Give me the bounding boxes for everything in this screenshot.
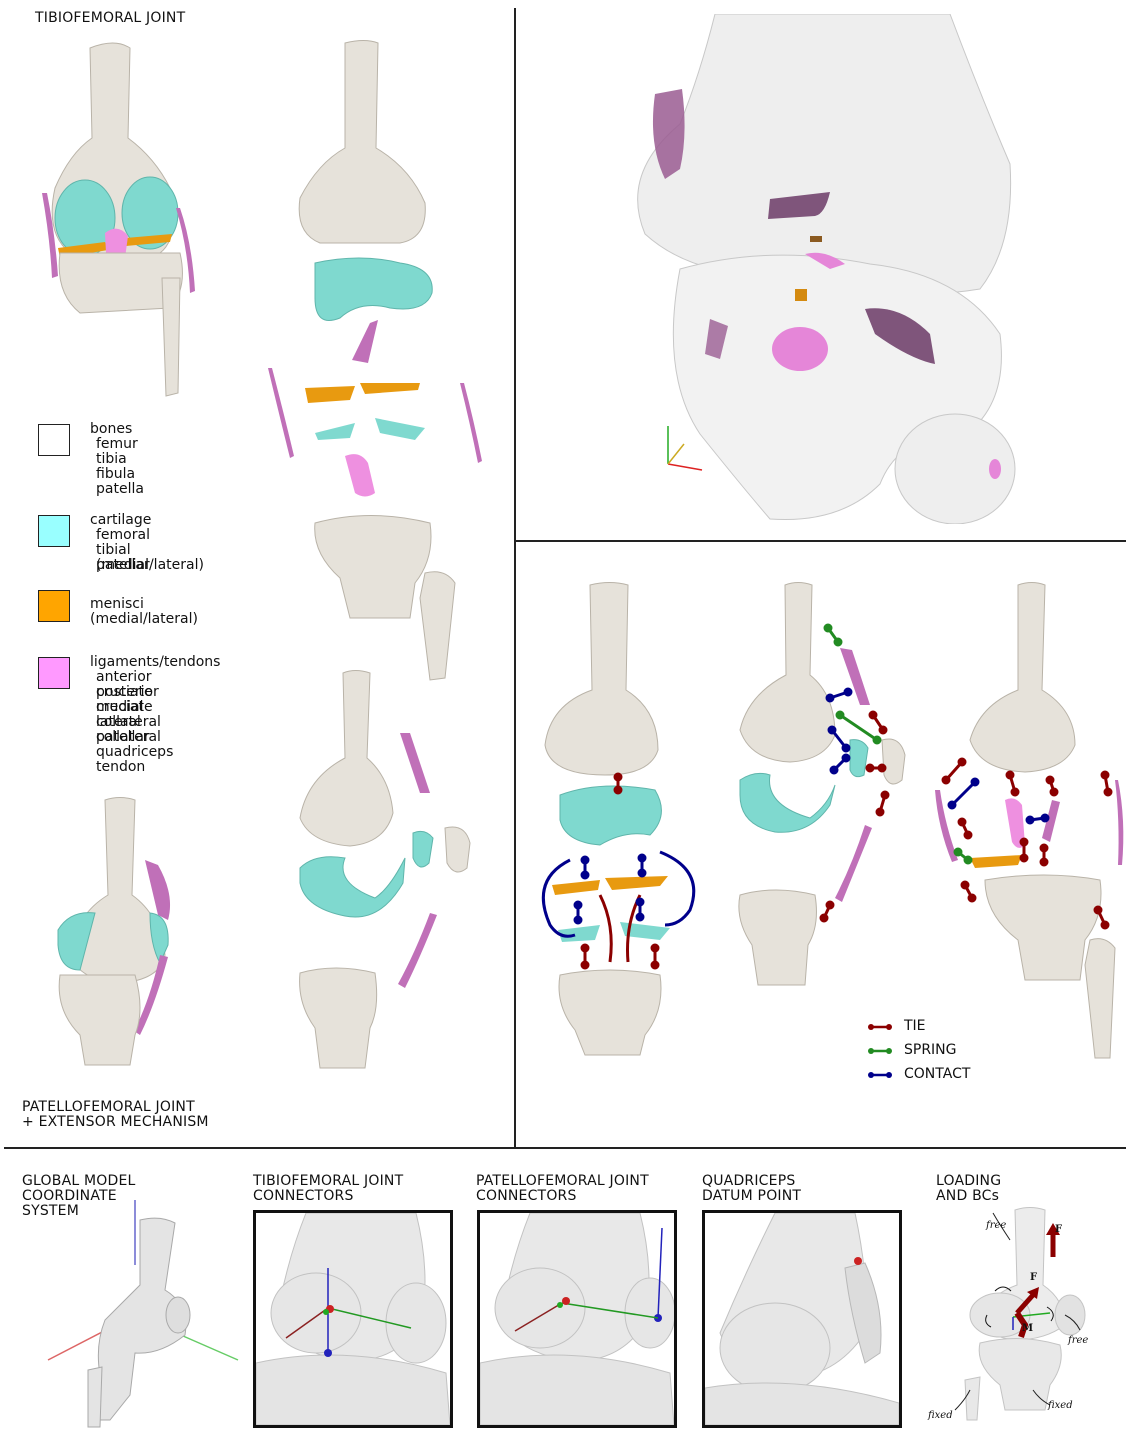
quadriceps-datum-render: [705, 1213, 899, 1425]
tibiofemoral-connectors-render: [256, 1213, 450, 1425]
assembled-knee-illustration: [30, 38, 210, 403]
legend-swatch-ligaments: [38, 657, 70, 689]
tibiofemoral-connectors-panel: [253, 1210, 453, 1428]
moment-label: M: [1022, 1323, 1033, 1334]
legend-item: fibula: [90, 467, 135, 482]
legend-title-menisci: menisci (medial/lateral): [90, 597, 198, 627]
legend-title-bones: bones: [90, 422, 132, 437]
connector-label-contact: CONTACT: [904, 1066, 970, 1082]
legend-title-cartilage: cartilage: [90, 513, 151, 528]
connector-swatch-contact: [868, 1070, 892, 1080]
patellofemoral-connectors-label: PATELLOFEMORAL JOINT CONNECTORS: [476, 1174, 649, 1204]
connector-label-spring: SPRING: [904, 1042, 957, 1058]
legend-swatch-menisci: [38, 590, 70, 622]
legend-item: patellar: [90, 558, 150, 573]
connector-label-tie: TIE: [904, 1018, 926, 1034]
tibiofemoral-title: TIBIOFEMORAL JOINT: [35, 11, 185, 26]
force-label-top: F: [1055, 1224, 1062, 1235]
connector-swatch-tie: [868, 1022, 892, 1032]
tibiofemoral-connectors-label: TIBIOFEMORAL JOINT CONNECTORS: [253, 1174, 403, 1204]
exploded-knee-illustration: [260, 38, 500, 688]
free-label-top: free: [986, 1220, 1006, 1231]
loading-bcs-illustration: [925, 1195, 1125, 1430]
free-label-right: free: [1068, 1335, 1088, 1346]
force-label-mid: F: [1030, 1272, 1037, 1283]
legend-swatch-bones: [38, 424, 70, 456]
patellofemoral-title: PATELLOFEMORAL JOINT + EXTENSOR MECHANIS…: [22, 1100, 209, 1130]
patellofemoral-exploded-illustration: [295, 668, 485, 1078]
quadriceps-datum-panel: [702, 1210, 902, 1428]
legend-item: patella: [90, 482, 144, 497]
patellofemoral-connectors-panel: [477, 1210, 677, 1428]
vertical-divider-top: [514, 8, 516, 1148]
legend-item: tibia: [90, 452, 127, 467]
horizontal-divider-bottom: [4, 1147, 1126, 1149]
connector-legend: TIE SPRING CONTACT: [868, 1018, 1008, 1093]
fixed-label-right: fixed: [1048, 1400, 1073, 1411]
transparent-knee-render: [620, 14, 1020, 524]
patellofemoral-connectors-render: [480, 1213, 674, 1425]
legend-swatch-cartilage: [38, 515, 70, 547]
legend-item: quadriceps tendon: [90, 745, 173, 775]
legend-item: femoral: [90, 528, 150, 543]
fixed-label-left: fixed: [928, 1410, 953, 1421]
patellofemoral-assembled-illustration: [50, 795, 190, 1070]
horizontal-divider-right: [514, 540, 1126, 542]
legend-item: femur: [90, 437, 138, 452]
connector-swatch-spring: [868, 1046, 892, 1056]
connector-diagram: [530, 580, 1126, 1060]
legend-item: patellar: [90, 730, 150, 745]
global-coordinate-illustration: [40, 1195, 245, 1430]
quadriceps-datum-label: QUADRICEPS DATUM POINT: [702, 1174, 801, 1204]
legend-title-ligaments: ligaments/tendons: [90, 655, 220, 670]
